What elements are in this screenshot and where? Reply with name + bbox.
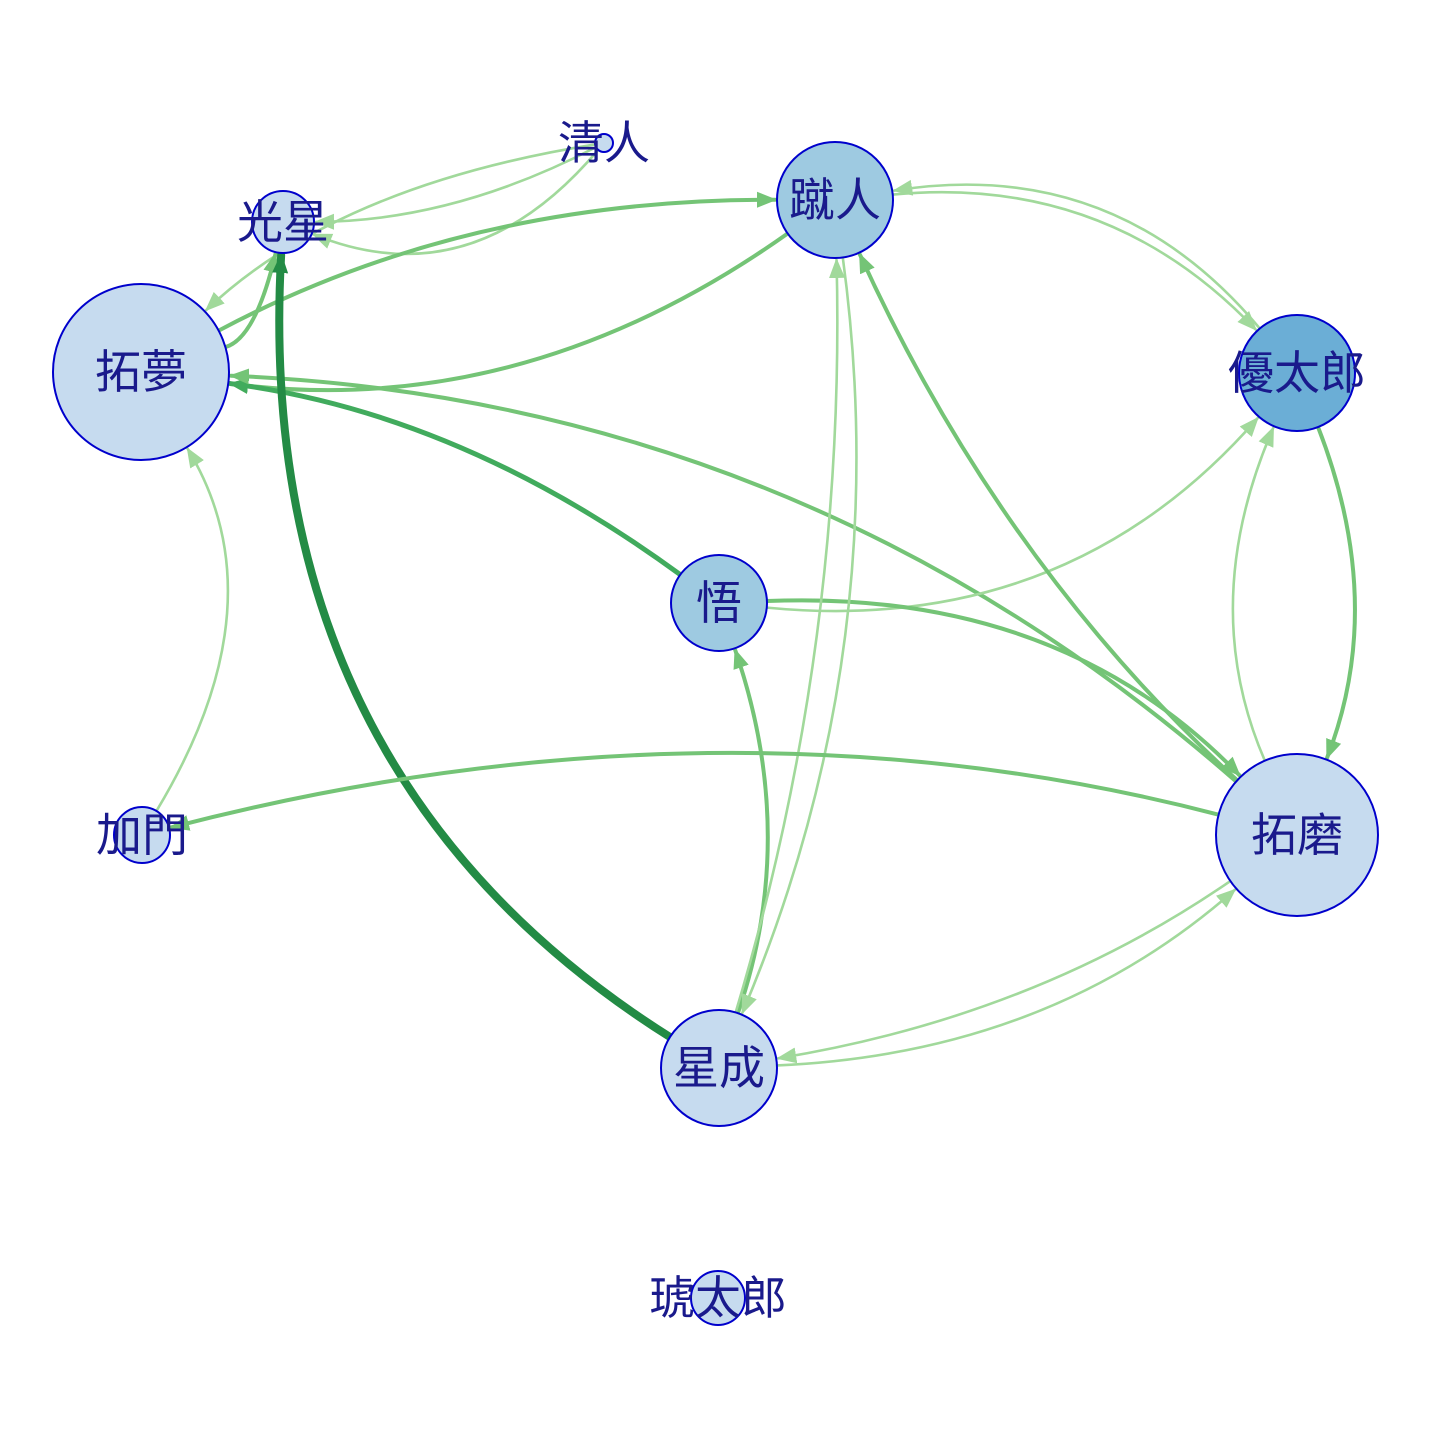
edge-seina-to-shuuto	[734, 257, 845, 1014]
node-label: 光星	[237, 195, 329, 249]
edge-takuma-to-shuuto	[857, 252, 1240, 783]
edge-satoru-to-yuutarou	[765, 416, 1259, 613]
edge-seina-to-kouboshi	[272, 250, 674, 1042]
edge-kiyoto-to-kouboshi	[311, 148, 600, 256]
node-circle	[113, 806, 171, 864]
edge-shuuto-to-yuutarou	[891, 190, 1258, 331]
edge-yuutarou-to-shuuto	[892, 179, 1262, 330]
edge-yuutarou-to-takuma	[1316, 425, 1357, 760]
node-label: 琥太郎	[649, 1271, 787, 1325]
node-circle	[670, 554, 768, 652]
node-label: 拓磨	[1251, 808, 1343, 862]
node-label: 拓夢	[95, 345, 187, 399]
edge-kiyoto-to-takumu	[204, 143, 597, 312]
edge-satoru-to-takumu	[227, 377, 683, 578]
node-circle	[776, 141, 894, 259]
edge-takumu-to-kouboshi	[223, 252, 280, 350]
node-label: 加門	[96, 808, 188, 862]
node-satoru: 悟	[670, 554, 768, 652]
edge-kado-to-takumu	[155, 447, 230, 813]
node-kado: 加門	[96, 806, 188, 864]
node-circle	[690, 1270, 746, 1326]
node-circle	[594, 133, 614, 153]
node-seina: 星成	[660, 1009, 778, 1127]
node-kotarou: 琥太郎	[649, 1270, 787, 1326]
edge-seina-to-satoru	[733, 648, 770, 1016]
node-label: 悟	[696, 576, 742, 630]
node-circle	[1215, 753, 1379, 917]
edge-satoru-to-takuma	[764, 598, 1242, 778]
node-label: 清人	[558, 116, 650, 170]
node-takuma: 拓磨	[1215, 753, 1379, 917]
node-yuutarou: 優太郎	[1228, 314, 1366, 432]
edge-seina-to-takuma	[775, 888, 1237, 1067]
node-circle	[52, 283, 230, 461]
node-shuuto: 蹴人	[776, 141, 894, 259]
edge-kiyoto-to-kouboshi	[314, 145, 598, 230]
node-kouboshi: 光星	[237, 190, 329, 254]
edge-shuuto-to-takumu	[228, 231, 790, 394]
node-circle	[251, 190, 315, 254]
node-label: 蹴人	[789, 173, 881, 227]
edge-takumu-to-shuuto	[216, 191, 777, 333]
node-label: 星成	[673, 1041, 765, 1095]
node-kiyoto: 清人	[558, 116, 650, 170]
node-circle	[1238, 314, 1356, 432]
edge-takuma-to-yuutarou	[1231, 426, 1275, 762]
edge-takuma-to-kado	[169, 750, 1221, 831]
node-label: 優太郎	[1228, 346, 1366, 400]
edge-takuma-to-seina	[776, 879, 1232, 1064]
node-takumu: 拓夢	[52, 283, 230, 461]
edge-shuuto-to-seina	[741, 256, 858, 1015]
edges-layer	[155, 143, 1357, 1067]
node-circle	[660, 1009, 778, 1127]
edge-takuma-to-takumu	[228, 368, 1239, 784]
